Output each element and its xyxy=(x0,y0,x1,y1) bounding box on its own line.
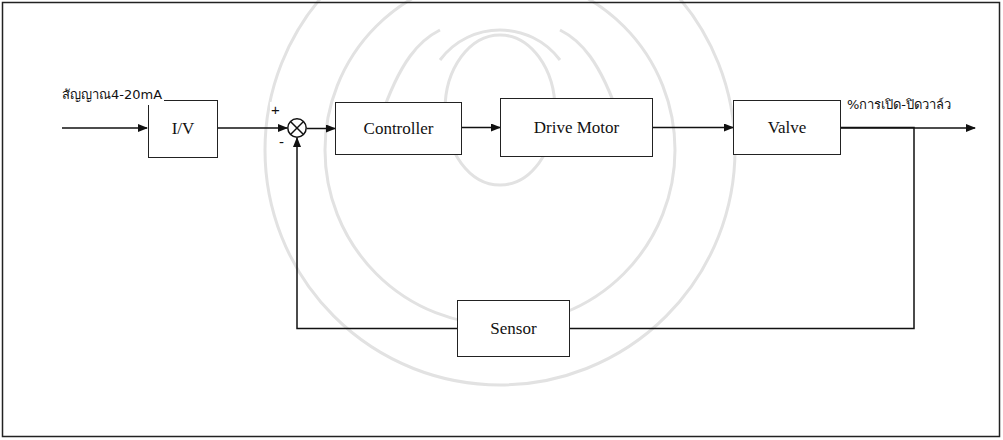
controller-box: Controller xyxy=(335,102,462,155)
box-label: Sensor xyxy=(490,319,536,339)
sign-mark: - xyxy=(278,134,285,149)
signal-connector xyxy=(297,138,457,329)
input-arrow xyxy=(62,127,147,129)
signal-connector xyxy=(653,127,733,129)
box-label: Valve xyxy=(768,118,807,138)
frame xyxy=(3,3,1000,437)
signal-connector xyxy=(570,128,914,329)
motor-box: Drive Motor xyxy=(500,98,653,157)
signal-connector xyxy=(462,127,500,129)
box-label: Controller xyxy=(364,119,434,139)
box-label: Drive Motor xyxy=(534,118,619,138)
summing-junction: +- xyxy=(287,118,307,138)
watermark-seal xyxy=(265,0,735,385)
signal-connector xyxy=(307,128,335,130)
sensor-box: Sensor xyxy=(457,300,570,357)
converter-box: I/V xyxy=(148,100,218,158)
junction-symbol xyxy=(287,118,307,138)
sign-mark: + xyxy=(270,102,281,117)
signal-label: %การเปิด-ปิดวาล์ว xyxy=(845,94,953,115)
valve-box: Valve xyxy=(733,100,841,155)
box-label: I/V xyxy=(172,119,195,139)
signal-label: สัญญาณ4-20mA xyxy=(60,84,164,105)
signal-connector xyxy=(218,127,287,129)
